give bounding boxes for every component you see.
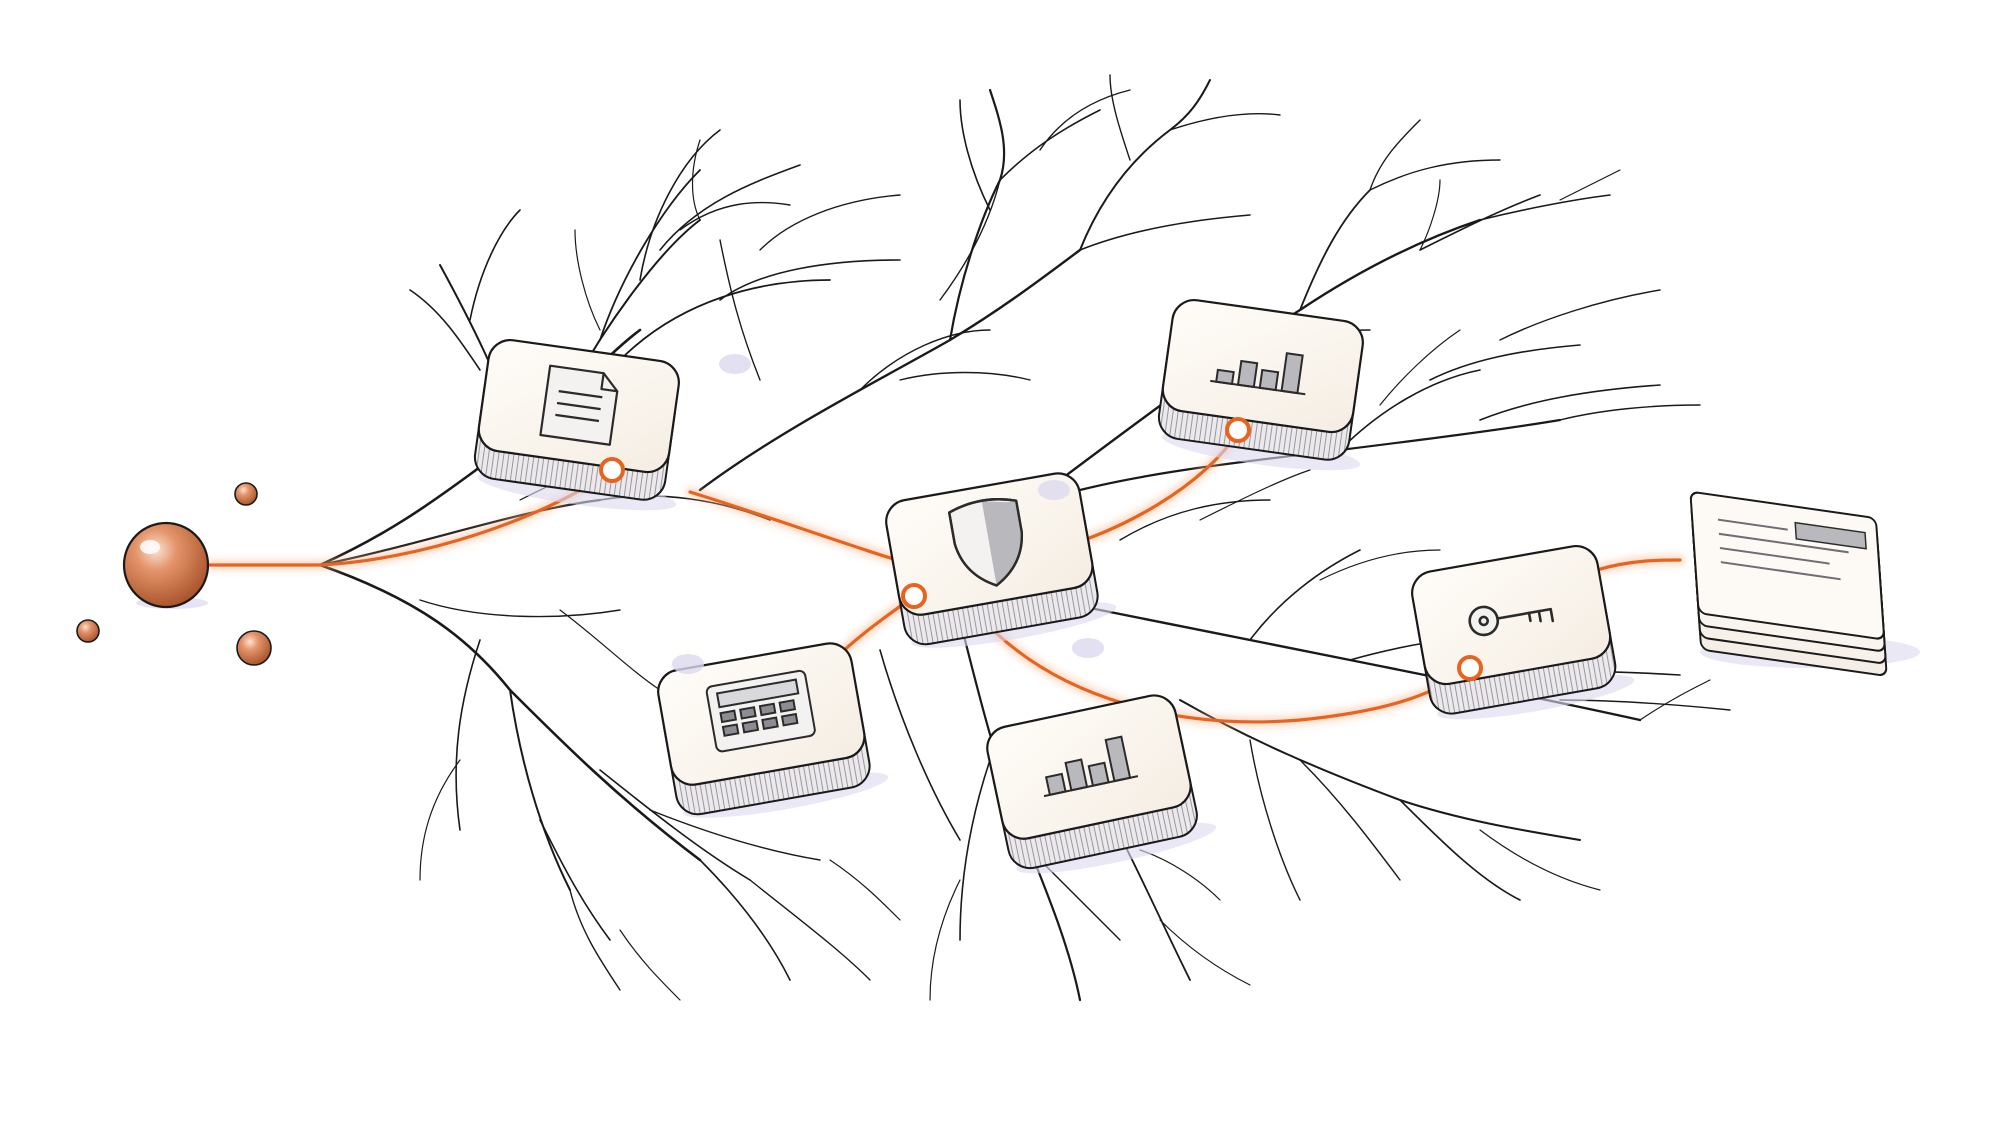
junction-dot-key (1457, 655, 1483, 681)
node-bar-chart-bottom (986, 694, 1217, 874)
tile (986, 694, 1217, 874)
calculator-icon (705, 669, 816, 753)
path-key-to-output (1595, 558, 1682, 572)
shield-icon (948, 498, 1023, 587)
particle-icon (76, 482, 272, 666)
key-icon (1468, 605, 1555, 637)
junction-dot-chart (1225, 417, 1251, 443)
node-calculator (657, 642, 889, 818)
node-shield (885, 472, 1117, 648)
node-bar-chart-top (1157, 298, 1364, 471)
tile (1157, 298, 1364, 471)
junction-dot-shield (901, 583, 927, 609)
junction-dot-document (599, 457, 625, 483)
bar-chart-icon (1210, 352, 1306, 396)
document-icon (539, 364, 619, 446)
shadow-blob (672, 354, 1104, 674)
bar-chart-icon (1043, 735, 1139, 798)
node-document (473, 338, 680, 511)
document-stack-icon (1689, 491, 1920, 677)
copper-sphere-icon (122, 521, 210, 609)
